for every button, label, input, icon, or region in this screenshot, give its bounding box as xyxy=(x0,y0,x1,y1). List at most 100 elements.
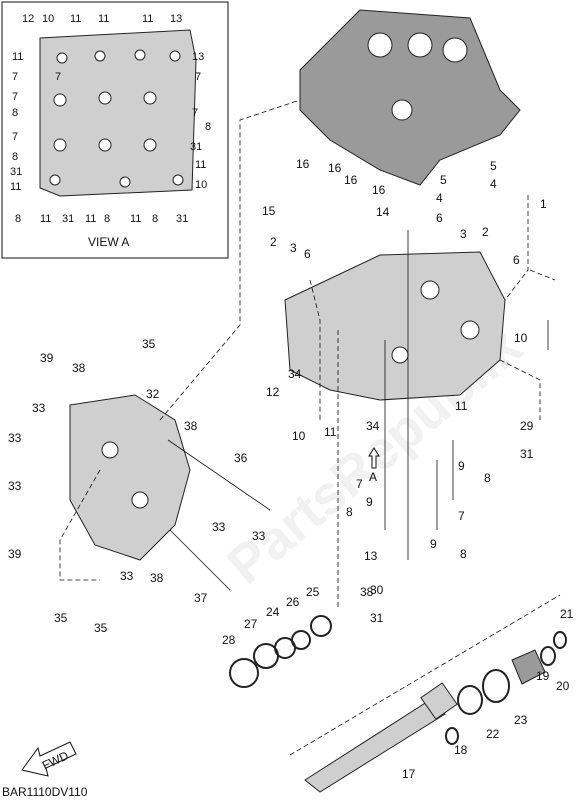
part-callout-33: 33 xyxy=(120,569,134,583)
part-callout-24: 24 xyxy=(266,605,280,619)
view-a-callout-11: 11 xyxy=(10,181,21,193)
part-callout-2: 2 xyxy=(270,235,277,249)
view-a-callout-11: 11 xyxy=(85,213,96,225)
part-callout-14: 14 xyxy=(376,205,390,219)
assembly-lines xyxy=(59,99,561,756)
output-shaft xyxy=(304,682,458,793)
part-callout-5: 5 xyxy=(490,159,497,173)
shaft-parts xyxy=(445,631,567,745)
part-callout-8: 8 xyxy=(460,547,467,561)
part-callout-7: 7 xyxy=(356,477,363,491)
part-callout-22: 22 xyxy=(486,727,500,741)
part-callout-34: 34 xyxy=(366,419,380,433)
part-callout-6: 6 xyxy=(513,253,520,267)
view-a-arrow: A xyxy=(368,447,380,484)
view-a-callout-7: 7 xyxy=(195,71,201,83)
view-a-callout-8: 8 xyxy=(12,151,18,163)
part-callout-8: 8 xyxy=(484,471,491,485)
part-callout-7: 7 xyxy=(458,509,465,523)
view-a-callout-8: 8 xyxy=(205,121,211,133)
view-a-bosses xyxy=(49,49,184,188)
view-a-callout-11: 11 xyxy=(130,213,141,225)
part-callout-35: 35 xyxy=(54,611,68,625)
part-callout-26: 26 xyxy=(286,595,300,609)
part-callout-38: 38 xyxy=(360,585,374,599)
part-callout-34: 34 xyxy=(288,367,302,381)
view-a-callout-31: 31 xyxy=(10,166,22,178)
view-a-callout-8: 8 xyxy=(152,213,158,225)
part-callout-38: 38 xyxy=(150,571,164,585)
lower-crankcase xyxy=(284,251,506,401)
view-a-callout-11: 11 xyxy=(142,13,153,25)
part-callout-35: 35 xyxy=(142,337,156,351)
part-callout-4: 4 xyxy=(490,177,497,191)
part-callout-20: 20 xyxy=(556,679,570,693)
view-a-ref-label: A xyxy=(369,470,377,484)
part-callout-10: 10 xyxy=(514,331,528,345)
view-a-callout-11: 11 xyxy=(40,213,51,225)
part-callout-39: 39 xyxy=(8,547,22,561)
long-bolt-37 xyxy=(169,529,231,591)
view-a-callout-7: 7 xyxy=(12,91,18,103)
part-callout-6: 6 xyxy=(436,211,443,225)
long-bolt-36 xyxy=(167,439,271,511)
crankcase-cover xyxy=(69,394,191,561)
view-a-callout-11: 11 xyxy=(98,13,109,25)
view-a-callout-13: 13 xyxy=(170,13,182,25)
fwd-label: FWD xyxy=(40,748,71,772)
part-callout-9: 9 xyxy=(366,495,373,509)
view-a-inset: VIEW A xyxy=(1,1,229,259)
part-callout-30: 30 xyxy=(370,583,384,597)
view-a-title: VIEW A xyxy=(88,235,129,249)
part-callout-25: 25 xyxy=(306,585,320,599)
part-callout-4: 4 xyxy=(436,191,443,205)
part-callout-21: 21 xyxy=(560,607,574,621)
part-callout-1: 1 xyxy=(540,197,547,211)
part-callout-19: 19 xyxy=(536,669,550,683)
view-a-callout-13: 13 xyxy=(192,51,204,63)
part-callout-8: 8 xyxy=(346,505,353,519)
part-callout-15: 15 xyxy=(262,204,276,218)
part-callout-11: 11 xyxy=(324,425,337,439)
crankcase-bottom-view xyxy=(39,29,197,197)
part-callout-16: 16 xyxy=(328,161,342,175)
part-callout-16: 16 xyxy=(296,157,310,171)
part-callout-33: 33 xyxy=(212,520,226,534)
view-a-callout-31: 31 xyxy=(176,213,188,225)
part-callout-16: 16 xyxy=(344,173,358,187)
part-callout-3: 3 xyxy=(290,241,297,255)
part-callout-33: 33 xyxy=(8,431,22,445)
part-callout-11: 11 xyxy=(455,399,468,413)
part-callout-16: 16 xyxy=(372,183,386,197)
diagram-code: BAR1110DV110 xyxy=(2,785,88,799)
part-callout-33: 33 xyxy=(32,401,46,415)
stud-bolts xyxy=(384,230,549,560)
view-a-callout-7: 7 xyxy=(12,131,18,143)
part-callout-37: 37 xyxy=(194,591,208,605)
view-a-callout-31: 31 xyxy=(62,213,74,225)
part-callout-29: 29 xyxy=(520,419,534,433)
part-callout-17: 17 xyxy=(402,767,416,781)
part-callout-33: 33 xyxy=(252,529,266,543)
part-callout-3: 3 xyxy=(460,227,467,241)
part-callout-36: 36 xyxy=(234,451,248,465)
part-callout-13: 13 xyxy=(364,549,378,563)
view-a-callout-11: 11 xyxy=(12,51,23,63)
view-a-callout-7: 7 xyxy=(192,107,198,119)
view-a-callout-8: 8 xyxy=(12,107,18,119)
upper-crankcase xyxy=(299,9,521,186)
bearing-set xyxy=(229,615,332,688)
part-callout-28: 28 xyxy=(222,633,236,647)
part-callout-9: 9 xyxy=(458,459,465,473)
view-a-callout-11: 11 xyxy=(195,159,206,171)
part-callout-32: 32 xyxy=(146,387,160,401)
view-a-callout-8: 8 xyxy=(15,213,21,225)
part-callout-9: 9 xyxy=(430,537,437,551)
part-callout-5: 5 xyxy=(440,173,447,187)
part-callout-12: 12 xyxy=(266,385,280,399)
part-callout-2: 2 xyxy=(482,225,489,239)
part-callout-39: 39 xyxy=(40,351,54,365)
part-callout-38: 38 xyxy=(72,361,86,375)
